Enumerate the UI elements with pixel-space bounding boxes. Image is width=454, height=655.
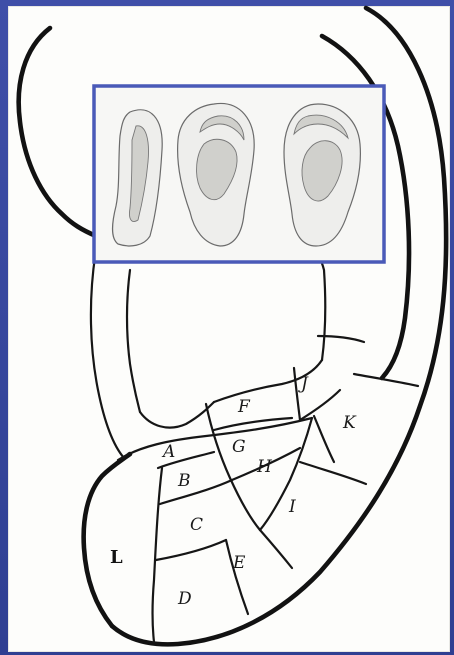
grid-line-i-lower bbox=[260, 530, 292, 568]
inset-panel bbox=[94, 86, 384, 262]
zone-label-a: A bbox=[161, 442, 175, 462]
zone-label-k: K bbox=[342, 413, 357, 433]
zone-label-g: G bbox=[232, 437, 246, 457]
zone-label-l: L bbox=[110, 547, 123, 568]
grid-line-k-lower bbox=[300, 462, 366, 484]
grid-line-j-left bbox=[294, 368, 300, 420]
inner-left-wall bbox=[91, 250, 124, 458]
zone-label-h: H bbox=[256, 457, 273, 477]
concha-edge bbox=[127, 270, 140, 412]
ear-outline-left-arc bbox=[19, 28, 96, 236]
zone-label-d: D bbox=[177, 589, 192, 609]
zone-grid bbox=[118, 336, 418, 642]
grid-line-ik bbox=[314, 416, 334, 462]
grid-line-bc bbox=[160, 480, 232, 504]
grid-line-cd bbox=[156, 540, 226, 560]
ear-outline-lobe bbox=[84, 454, 130, 626]
zone-label-e: E bbox=[232, 553, 246, 573]
grid-line-col-left bbox=[153, 468, 163, 642]
inner-right-wall bbox=[318, 254, 325, 360]
grid-line-de bbox=[226, 540, 248, 614]
zone-label-j: J bbox=[298, 374, 309, 394]
grid-line-j-lower bbox=[300, 390, 340, 420]
zone-label-c: C bbox=[190, 515, 203, 535]
zone-label-i: I bbox=[288, 497, 296, 517]
zone-label-b: B bbox=[177, 471, 191, 491]
concha-floor bbox=[140, 402, 214, 428]
zone-label-f: F bbox=[237, 397, 251, 417]
ear-inner-contours bbox=[91, 250, 325, 458]
